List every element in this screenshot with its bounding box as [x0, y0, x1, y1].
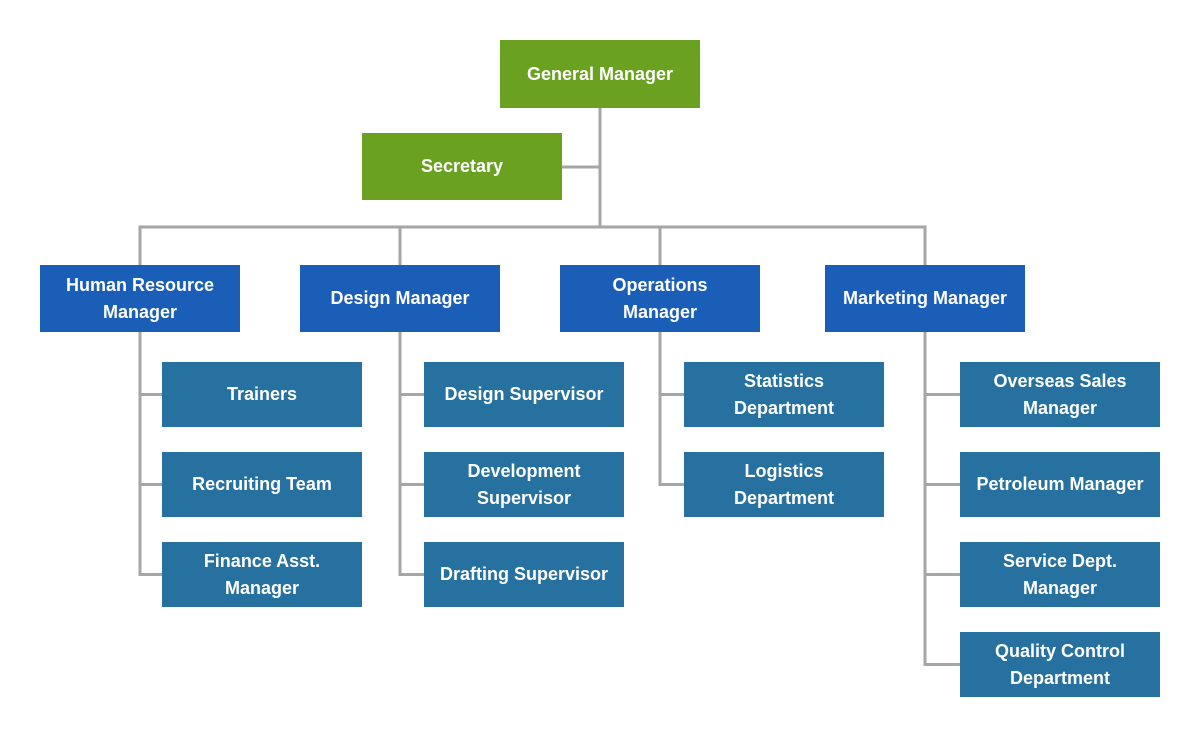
node-operations-manager: Operations Manager: [560, 265, 760, 332]
node-development-supervisor: Development Supervisor: [424, 452, 624, 517]
node-finance-asst-manager: Finance Asst. Manager: [162, 542, 362, 607]
node-service-dept-manager: Service Dept. Manager: [960, 542, 1160, 607]
node-logistics-department: Logistics Department: [684, 452, 884, 517]
node-petroleum-manager: Petroleum Manager: [960, 452, 1160, 517]
node-recruiting-team: Recruiting Team: [162, 452, 362, 517]
node-trainers: Trainers: [162, 362, 362, 427]
node-overseas-sales-manager: Overseas Sales Manager: [960, 362, 1160, 427]
node-quality-control-department: Quality Control Department: [960, 632, 1160, 697]
node-statistics-department: Statistics Department: [684, 362, 884, 427]
node-design-supervisor: Design Supervisor: [424, 362, 624, 427]
node-design-manager: Design Manager: [300, 265, 500, 332]
node-drafting-supervisor: Drafting Supervisor: [424, 542, 624, 607]
node-marketing-manager: Marketing Manager: [825, 265, 1025, 332]
node-secretary: Secretary: [362, 133, 562, 200]
node-general-manager: General Manager: [500, 40, 700, 108]
node-human-resource-manager: Human Resource Manager: [40, 265, 240, 332]
